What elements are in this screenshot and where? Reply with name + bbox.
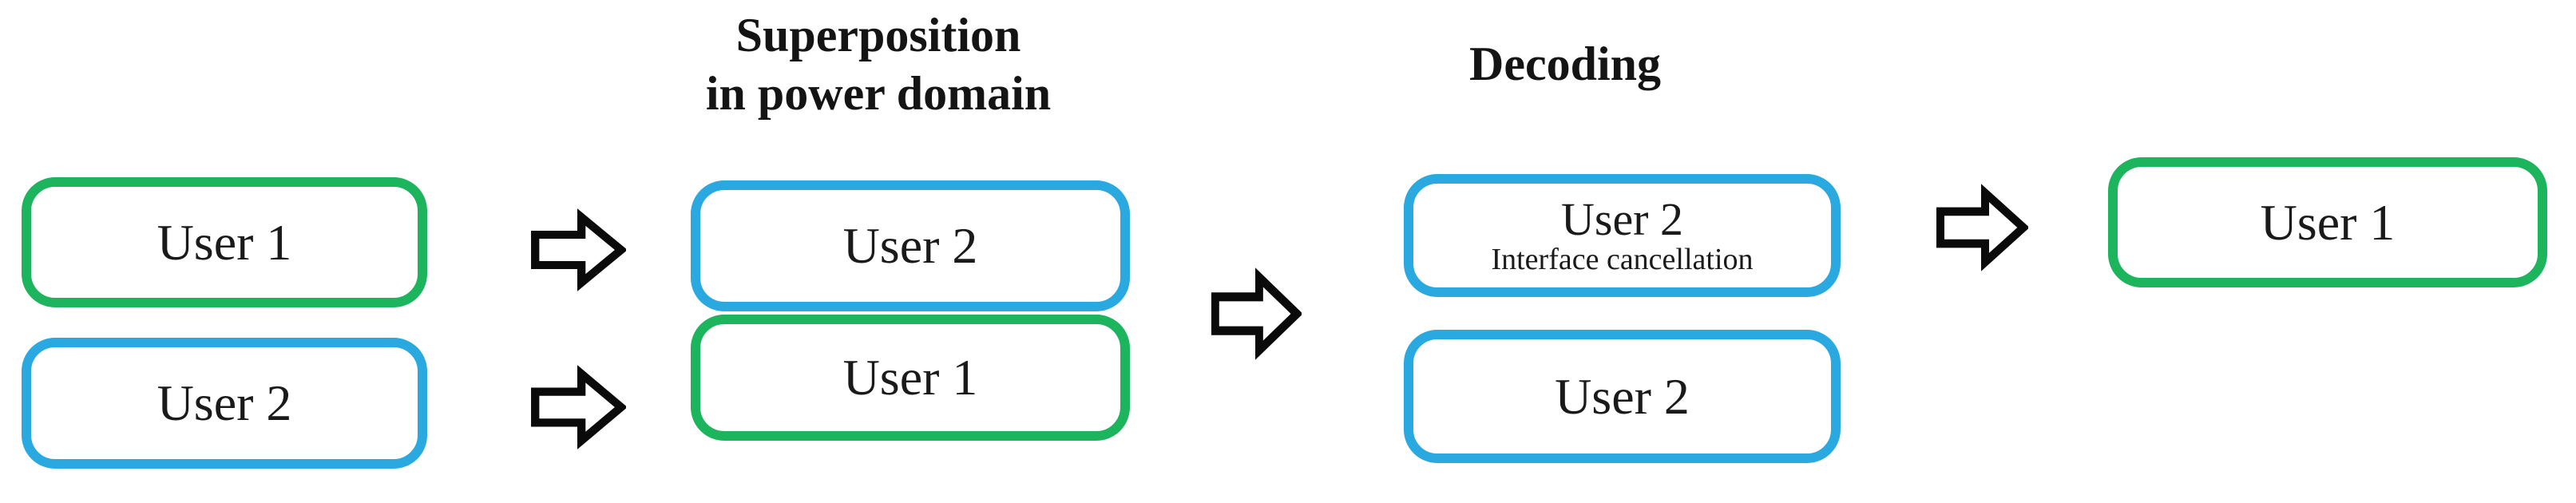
superposed-user2-box: User 2 xyxy=(691,180,1130,311)
decoding-title-text: Decoding xyxy=(1469,38,1661,90)
input-user2-box: User 2 xyxy=(22,338,427,469)
input-user1-box: User 1 xyxy=(22,177,427,307)
output-user1-box: User 1 xyxy=(2108,157,2547,287)
arrow-right-icon xyxy=(530,208,626,292)
input-user2-label: User 2 xyxy=(157,374,292,432)
superposed-user1-box: User 1 xyxy=(691,315,1130,441)
superposed-user1-label: User 1 xyxy=(842,349,978,406)
decoding-user2-box: User 2 xyxy=(1404,330,1841,463)
arrow-right-icon xyxy=(1936,183,2028,272)
decoding-user2-label: User 2 xyxy=(1560,192,1683,245)
decoding-user2-cancellation-box: User 2 Interface cancellation xyxy=(1404,174,1841,297)
decoding-user2-sublabel: Interface cancellation xyxy=(1491,242,1754,276)
arrow-right-icon xyxy=(530,364,626,450)
superposition-title-line2: in power domain xyxy=(705,67,1052,120)
input-user1-label: User 1 xyxy=(157,213,292,271)
superposition-title-line1: Superposition xyxy=(735,9,1021,61)
decoding-stage-title: Decoding xyxy=(1326,35,1805,93)
arrow-right-icon xyxy=(1211,267,1302,361)
decoding-user2-bottom-label: User 2 xyxy=(1555,367,1690,425)
superposition-stage-title: Superposition in power domain xyxy=(559,6,1198,123)
superposed-user2-label: User 2 xyxy=(842,217,978,275)
output-user1-label: User 1 xyxy=(2260,193,2396,251)
